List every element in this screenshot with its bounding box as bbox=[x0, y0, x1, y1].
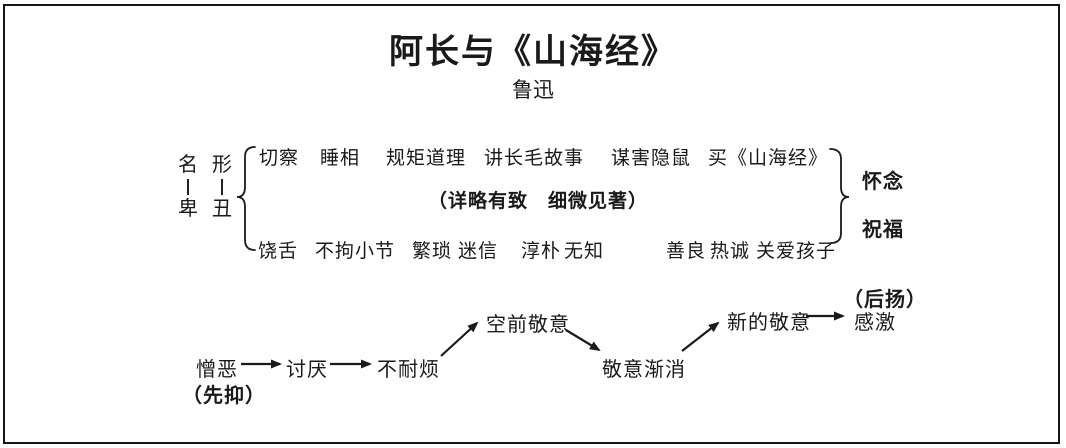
trait-top-6: 买《山海经》 bbox=[708, 148, 829, 169]
left-pair-name-top: 名 bbox=[178, 154, 198, 176]
left-pair-appearance-top: 形 bbox=[212, 154, 232, 176]
page-title: 阿长与《山海经》 bbox=[389, 34, 677, 71]
trait-top-1: 切察 bbox=[259, 148, 300, 169]
trait-bottom-5: 淳朴 bbox=[521, 241, 562, 262]
right-label-remembrance: 怀念 bbox=[862, 171, 904, 193]
left-pair-appearance-bottom: 丑 bbox=[212, 198, 232, 220]
flow-node-gratitude: 感激 bbox=[854, 312, 896, 334]
connector-line bbox=[187, 179, 189, 195]
trait-bottom-4: 迷信 bbox=[458, 241, 499, 262]
left-pair-name-bottom: 卑 bbox=[178, 198, 198, 220]
trait-bottom-9: 关爱孩子 bbox=[756, 241, 837, 262]
trait-bottom-2: 不拘小节 bbox=[315, 241, 396, 262]
flow-node-dislike: 讨厌 bbox=[286, 359, 328, 381]
left-pair-name: 名 卑 bbox=[176, 155, 200, 219]
flow-node-hate: 憎恶 bbox=[196, 359, 238, 381]
left-pair-appearance: 形 丑 bbox=[210, 155, 234, 219]
trait-top-5: 谋害隐鼠 bbox=[611, 148, 692, 169]
center-note: （详略有致 细微见著） bbox=[428, 191, 649, 212]
flow-end-note: （后扬） bbox=[843, 289, 927, 311]
trait-bottom-6: 无知 bbox=[564, 241, 605, 262]
flow-node-new-respect: 新的敬意 bbox=[727, 312, 811, 334]
trait-bottom-3: 繁琐 bbox=[412, 241, 453, 262]
trait-bottom-8: 热诚 bbox=[710, 241, 751, 262]
outer-border bbox=[3, 4, 1060, 444]
flow-start-note: （先抑） bbox=[182, 385, 266, 407]
trait-bottom-1: 饶舌 bbox=[258, 241, 299, 262]
connector-line bbox=[221, 179, 223, 195]
flow-node-fading-respect: 敬意渐消 bbox=[602, 359, 686, 381]
trait-top-3: 规矩道理 bbox=[386, 148, 467, 169]
trait-top-2: 睡相 bbox=[320, 148, 361, 169]
trait-top-4: 讲长毛故事 bbox=[484, 148, 585, 169]
trait-bottom-7: 善良 bbox=[666, 241, 707, 262]
author-name: 鲁迅 bbox=[512, 78, 554, 102]
flow-node-impatient: 不耐烦 bbox=[377, 359, 440, 381]
flow-node-great-respect: 空前敬意 bbox=[486, 314, 570, 336]
right-label-blessing: 祝福 bbox=[862, 219, 904, 241]
